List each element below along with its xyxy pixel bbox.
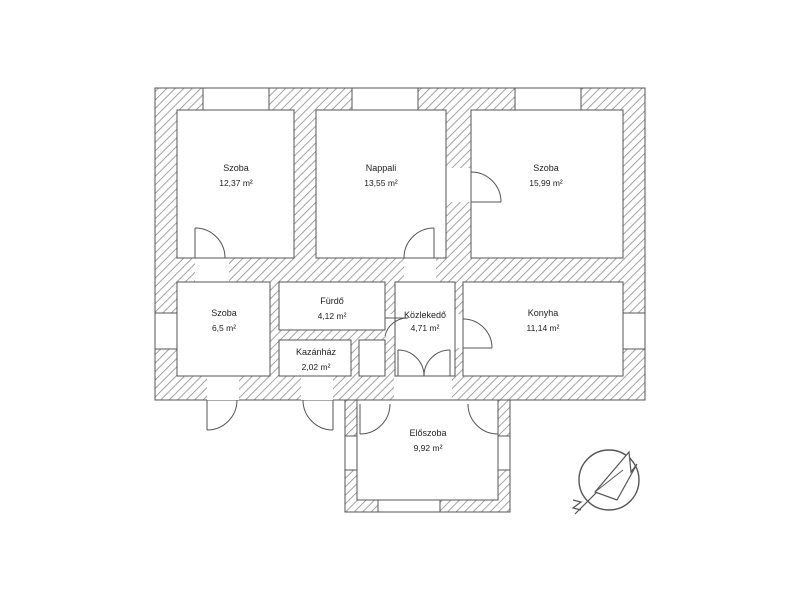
room-label-area: 15,99 m² [529, 178, 563, 188]
window [377, 499, 441, 513]
room-label-name: Szoba [533, 163, 559, 173]
room-furdo [278, 281, 386, 331]
room-label-area: 4,12 m² [318, 311, 347, 321]
room-label-area: 11,14 m² [527, 323, 560, 333]
room-nappali [315, 109, 447, 259]
room-eloszoba [356, 399, 499, 501]
door [403, 227, 435, 259]
room-label-area: 4,71 m² [411, 323, 440, 333]
window [202, 87, 270, 111]
room-szoba-2 [470, 109, 624, 259]
room-szoba-3 [176, 281, 271, 377]
door [384, 317, 409, 337]
room-label-name: Nappali [366, 163, 397, 173]
north-arrow-compass-icon [571, 449, 640, 515]
door [206, 399, 238, 431]
room-label-name: Szoba [223, 163, 249, 173]
room-label-name: Előszoba [409, 428, 446, 438]
room-label-area: 9,92 m² [414, 443, 443, 453]
door-openings [195, 168, 498, 404]
room-label-name: Szoba [211, 308, 237, 318]
windows [154, 87, 646, 513]
door [302, 399, 334, 431]
closet [358, 339, 386, 377]
window [344, 435, 358, 471]
room-interiors [176, 109, 624, 501]
door [423, 349, 451, 377]
door [194, 227, 226, 259]
door [467, 403, 499, 435]
window [154, 312, 178, 350]
door [397, 349, 425, 377]
room-label-area: 13,55 m² [364, 178, 398, 188]
window [497, 435, 511, 471]
room-labels: Szoba 12,37 m² Nappali 13,55 m² Szoba 15… [211, 163, 563, 453]
room-label-name: Konyha [528, 308, 559, 318]
door [462, 318, 493, 349]
window [622, 312, 646, 350]
room-label-name: Kazánház [296, 347, 337, 357]
doors [194, 171, 502, 435]
room-konyha [462, 281, 624, 377]
door [470, 171, 502, 203]
room-label-name: Fürdő [320, 296, 344, 306]
room-label-area: 12,37 m² [219, 178, 253, 188]
room-szoba-1 [176, 109, 295, 259]
window [351, 87, 419, 111]
room-label-name: Közlekedő [404, 310, 446, 320]
door [359, 403, 391, 435]
room-kozlekedo [394, 281, 456, 377]
window [514, 87, 582, 111]
room-label-area: 6,5 m² [212, 323, 236, 333]
room-kazanhaz [278, 339, 352, 377]
room-label-area: 2,02 m² [302, 362, 331, 372]
